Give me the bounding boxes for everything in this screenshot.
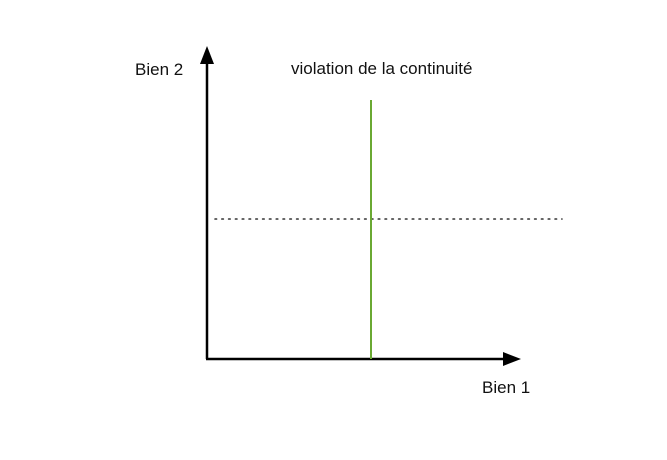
diagram-title: violation de la continuité <box>291 59 473 78</box>
x-axis-arrowhead <box>503 352 521 366</box>
x-axis-label: Bien 1 <box>482 378 531 397</box>
y-axis-label: Bien 2 <box>135 60 184 79</box>
y-axis-arrowhead <box>200 46 214 64</box>
